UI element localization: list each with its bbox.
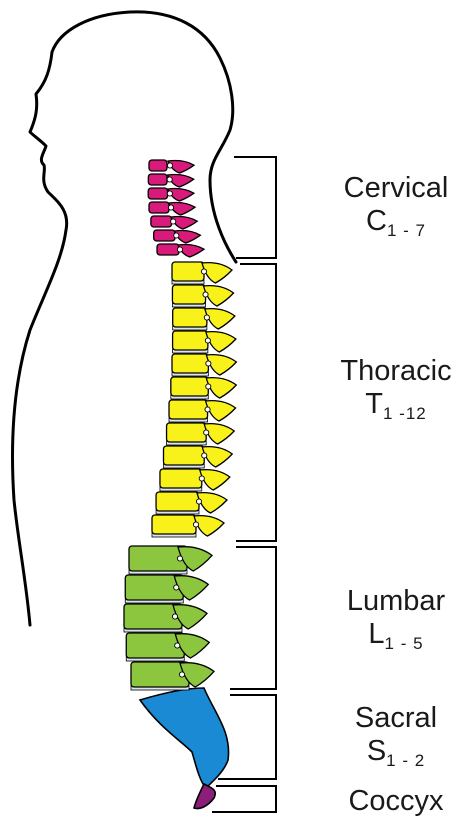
lumbar-vertebra bbox=[125, 575, 208, 603]
thoracic-vertebrae bbox=[152, 262, 236, 537]
vertebral-foramen bbox=[205, 338, 210, 343]
vertebral-foramen bbox=[174, 233, 179, 238]
cervical-bracket bbox=[234, 157, 276, 258]
vertebral-foramen bbox=[206, 361, 211, 366]
lumbar-vertebra bbox=[131, 662, 214, 690]
coccyx-bracket bbox=[212, 786, 276, 812]
vertebral-foramen bbox=[205, 407, 210, 412]
lumbar-vertebra bbox=[126, 633, 209, 661]
sacral-label: Sacral S1 - 2 bbox=[326, 704, 466, 769]
vertebral-body bbox=[172, 285, 205, 304]
vertebral-foramen bbox=[171, 219, 176, 224]
vertebral-body bbox=[172, 262, 204, 281]
vertebral-foramen bbox=[167, 177, 172, 182]
cervical-vertebra bbox=[149, 202, 195, 215]
cervical-vertebra bbox=[148, 174, 193, 187]
vertebral-foramen bbox=[196, 499, 201, 504]
vertebral-foramen bbox=[174, 585, 179, 590]
thoracic-vertebra bbox=[160, 469, 230, 491]
vertebral-body bbox=[152, 515, 196, 534]
cervical-vertebra bbox=[148, 188, 194, 201]
vertebral-body bbox=[169, 400, 208, 419]
vertebral-foramen bbox=[167, 191, 172, 196]
cervical-vertebra bbox=[154, 230, 201, 243]
lumbar-bracket bbox=[230, 547, 276, 689]
vertebral-foramen bbox=[175, 643, 180, 648]
thoracic-vertebra bbox=[169, 400, 236, 422]
vertebral-body bbox=[164, 446, 205, 465]
thoracic-vertebra bbox=[172, 285, 233, 307]
vertebral-body bbox=[148, 188, 167, 199]
vertebral-foramen bbox=[179, 672, 184, 677]
vertebral-body bbox=[149, 160, 167, 171]
vertebral-foramen bbox=[172, 614, 177, 619]
coccyx bbox=[194, 784, 215, 809]
vertebral-foramen bbox=[201, 269, 206, 274]
spine bbox=[124, 160, 236, 809]
vertebral-foramen bbox=[202, 453, 207, 458]
vertebral-body bbox=[156, 492, 199, 511]
vertebral-foramen bbox=[206, 384, 211, 389]
vertebral-foramen bbox=[177, 247, 182, 252]
vertebral-body bbox=[171, 377, 208, 396]
sacrum bbox=[140, 688, 229, 788]
thoracic-vertebra bbox=[172, 354, 236, 376]
lumbar-label: Lumbar L1 - 5 bbox=[326, 587, 466, 652]
vertebral-body bbox=[149, 202, 169, 213]
vertebral-body bbox=[148, 174, 167, 185]
vertebral-body bbox=[154, 230, 175, 241]
thoracic-vertebra bbox=[156, 492, 227, 514]
cervical-label: Cervical C1 - 7 bbox=[326, 174, 466, 239]
vertebral-body bbox=[172, 354, 208, 373]
thoracic-vertebra bbox=[167, 423, 235, 445]
vertebral-body bbox=[151, 216, 172, 227]
vertebral-body bbox=[157, 244, 179, 255]
vertebral-foramen bbox=[204, 430, 209, 435]
lumbar-vertebra bbox=[124, 604, 207, 632]
thoracic-label: Thoracic T1 -12 bbox=[326, 357, 466, 422]
vertebral-foramen bbox=[177, 556, 182, 561]
thoracic-vertebra bbox=[173, 308, 235, 330]
cervical-vertebra bbox=[151, 216, 197, 229]
coccyx-label: Coccyx bbox=[326, 787, 466, 816]
vertebral-foramen bbox=[168, 205, 173, 210]
thoracic-bracket bbox=[236, 264, 276, 541]
thoracic-vertebra bbox=[164, 446, 233, 468]
vertebral-foramen bbox=[204, 315, 209, 320]
cervical-vertebrae bbox=[148, 160, 204, 257]
thoracic-vertebra bbox=[152, 515, 224, 537]
vertebral-body bbox=[160, 469, 202, 488]
lumbar-vertebra bbox=[129, 546, 212, 574]
vertebral-body bbox=[173, 331, 208, 350]
vertebral-foramen bbox=[203, 292, 208, 297]
thoracic-vertebra bbox=[171, 377, 236, 399]
cervical-vertebra bbox=[149, 160, 194, 173]
thoracic-vertebra bbox=[173, 331, 236, 353]
vertebral-body bbox=[173, 308, 207, 327]
thoracic-vertebra bbox=[172, 262, 232, 284]
cervical-vertebra bbox=[157, 244, 204, 257]
vertebral-foramen bbox=[193, 522, 198, 527]
vertebral-foramen bbox=[199, 476, 204, 481]
lumbar-vertebrae bbox=[124, 546, 214, 690]
vertebral-body bbox=[167, 423, 207, 442]
vertebral-foramen bbox=[167, 163, 172, 168]
